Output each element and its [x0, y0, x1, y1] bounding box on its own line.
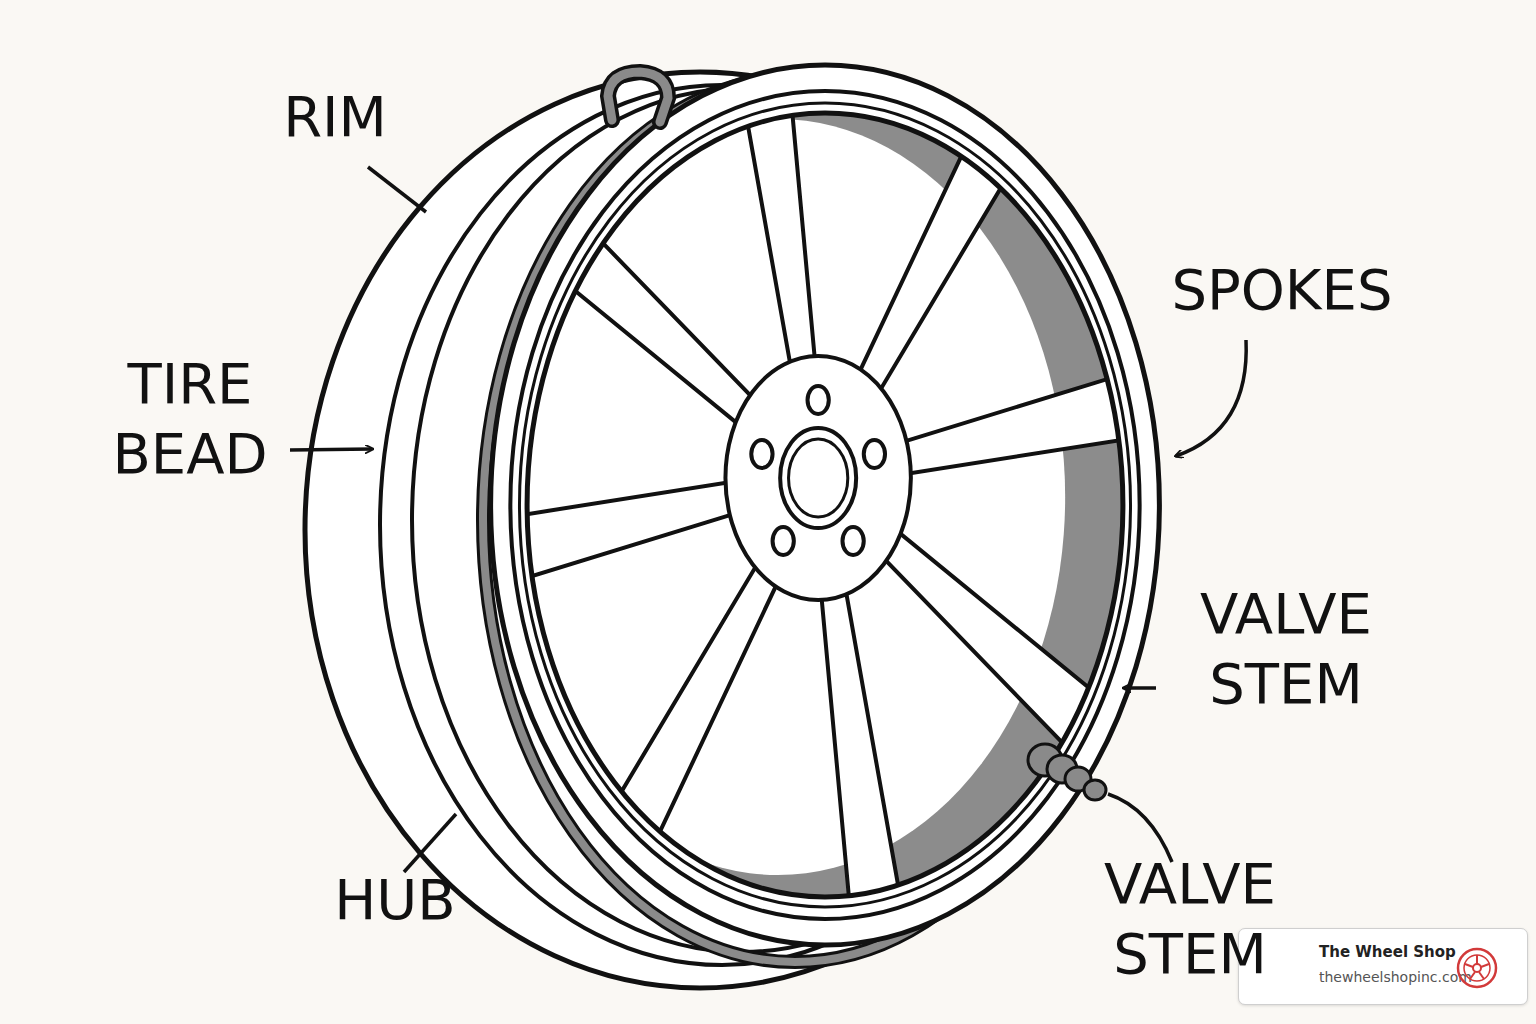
- leader-arrow: [290, 449, 372, 450]
- bead-hook: [608, 72, 668, 122]
- part-label: SPOKES: [1132, 255, 1432, 325]
- lug-hole: [808, 386, 829, 414]
- part-label: HUB: [295, 865, 495, 935]
- leader-line: [368, 167, 426, 212]
- brand-url: thewheelshopinc.com: [1319, 969, 1472, 985]
- lug-hole: [842, 527, 863, 555]
- valve-cap: [1084, 780, 1106, 800]
- logo-spoke: [1479, 972, 1484, 979]
- logo-spoke: [1476, 955, 1478, 964]
- spoke-area: [484, 39, 1152, 917]
- spoke: [735, 39, 829, 374]
- lug-hole: [773, 527, 794, 555]
- lug-hole: [751, 440, 772, 468]
- spoke: [897, 368, 1151, 492]
- spokes: [484, 39, 1152, 917]
- hub-face: [725, 356, 910, 600]
- logo-spoke: [1481, 964, 1489, 967]
- logo-spoke: [1470, 972, 1475, 979]
- center-bore-inner: [789, 439, 848, 517]
- spoke: [484, 464, 738, 588]
- part-label: RIM: [235, 82, 435, 152]
- logo-spoke: [1465, 964, 1473, 967]
- leader-line: [404, 814, 456, 872]
- part-label: VALVE STEM: [1176, 579, 1396, 719]
- center-bore: [780, 428, 856, 528]
- wheel-logo: [1458, 949, 1496, 987]
- logo-hub: [1473, 964, 1481, 972]
- logo-rim: [1458, 949, 1496, 987]
- leader-arrow: [1176, 340, 1246, 456]
- spoke: [807, 582, 901, 917]
- watermark-box: The Wheel Shop thewheelshopinc.com: [1238, 928, 1528, 1005]
- wheel-face: [484, 39, 1159, 945]
- leader-arrow: [1124, 686, 1156, 690]
- valve-stem: [1028, 744, 1106, 800]
- part-label: TIRE BEAD: [80, 349, 300, 489]
- lug-hole: [864, 440, 885, 468]
- logo-rim-inner: [1464, 955, 1490, 981]
- bead-hook-outline: [608, 72, 668, 122]
- hub-assembly: [725, 356, 910, 600]
- part-label: VALVE STEM: [1080, 849, 1300, 989]
- brand-name: The Wheel Shop: [1319, 943, 1456, 961]
- rim-inner-edge: [527, 113, 1123, 897]
- spoke: [605, 550, 790, 858]
